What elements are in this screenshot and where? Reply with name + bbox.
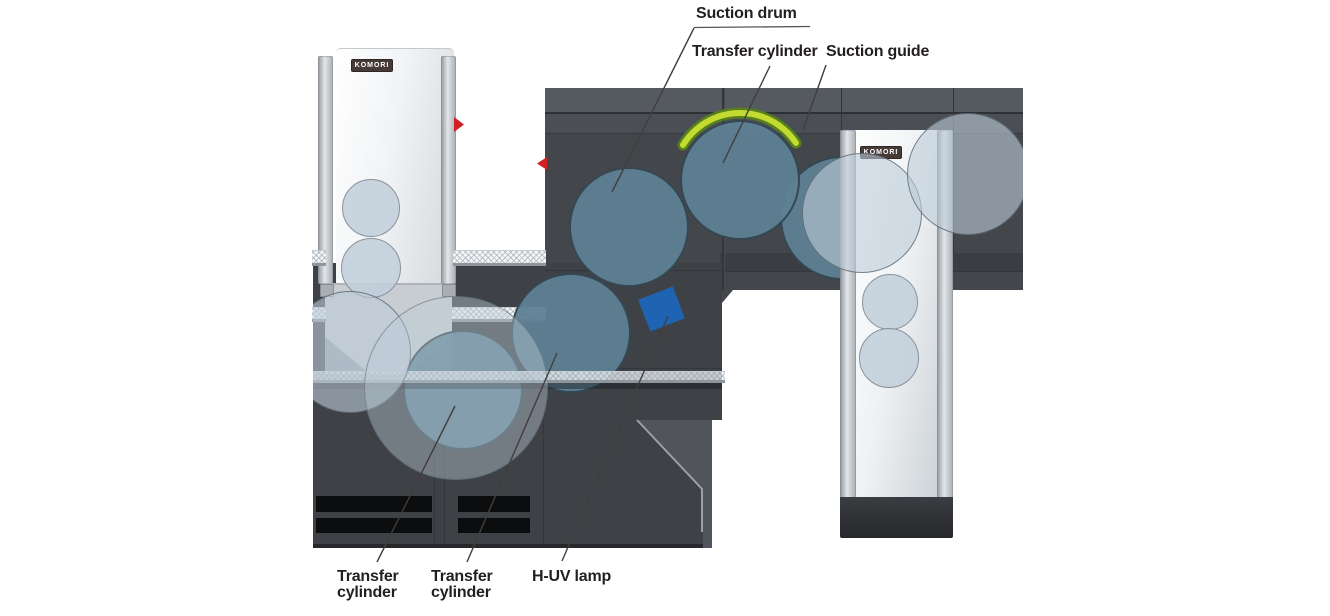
label-transfer-cylinder-left: Transfer cylinder bbox=[337, 569, 399, 601]
press-body-chamfer bbox=[722, 290, 733, 303]
left-tower-roller-2 bbox=[341, 238, 401, 298]
right-cylinder-group bbox=[545, 88, 1023, 290]
label-transfer-cylinder-mid-line1: Transfer bbox=[431, 568, 493, 585]
suction-drum-underline bbox=[693, 25, 811, 29]
label-transfer-cylinder-mid-line2: cylinder bbox=[431, 584, 491, 601]
cylinder-right-mid bbox=[802, 153, 922, 273]
red-marker-press-edge bbox=[537, 157, 547, 170]
label-suction-drum: Suction drum bbox=[696, 5, 797, 22]
cylinder-right-front bbox=[907, 113, 1023, 235]
red-marker-left-tower bbox=[454, 117, 464, 132]
body-cutout bbox=[712, 420, 724, 549]
label-huv-lamp: H-UV lamp bbox=[532, 568, 612, 585]
left-tower-rail-right bbox=[441, 56, 456, 284]
label-transfer-cylinder-top: Transfer cylinder bbox=[692, 43, 818, 60]
komori-logo-right-text: KOMORI bbox=[863, 149, 899, 156]
right-tower-roller-1 bbox=[862, 274, 918, 330]
label-suction-guide: Suction guide bbox=[826, 43, 930, 60]
right-tower-base bbox=[840, 497, 953, 538]
conveyor-strip-upper bbox=[453, 250, 546, 266]
left-tower-roller-1 bbox=[342, 179, 400, 237]
komori-logo-left: KOMORI bbox=[351, 59, 393, 72]
label-transfer-cylinder-left-line1: Transfer bbox=[337, 568, 399, 585]
left-tower-rail-left bbox=[318, 56, 333, 284]
label-transfer-cylinder-mid: Transfer cylinder bbox=[431, 569, 493, 601]
label-transfer-cylinder-left-line2: cylinder bbox=[337, 584, 397, 601]
right-tower-roller-2 bbox=[859, 328, 919, 388]
conveyor-strip-upper-left bbox=[312, 250, 326, 266]
cylinder-left-overlay-large bbox=[364, 296, 548, 480]
komori-logo-left-text: KOMORI bbox=[354, 62, 390, 69]
